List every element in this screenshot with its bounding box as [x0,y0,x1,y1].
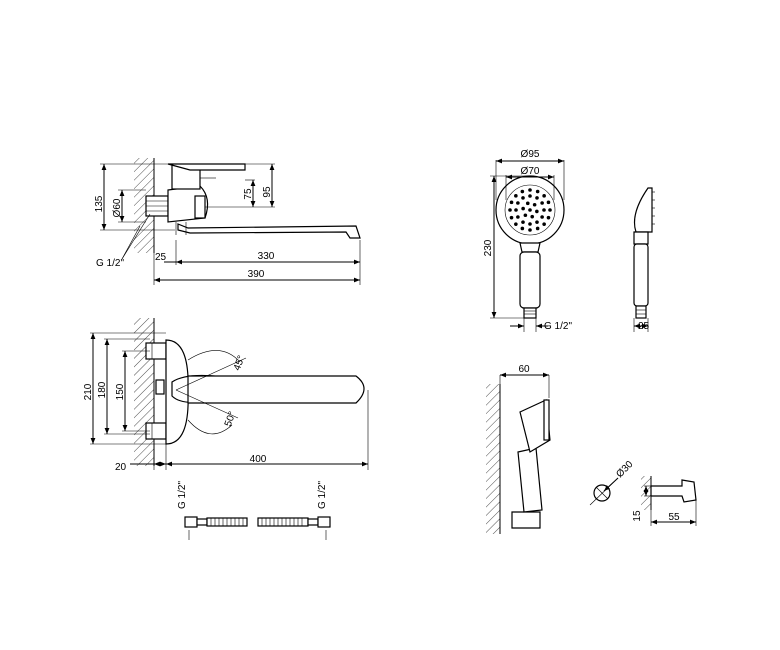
dim-135: 135 [94,195,105,212]
nozzle-dot [540,215,544,219]
dim-wall-60: 60 [518,364,530,375]
dim-d60: Ø60 [112,198,123,217]
dimension-labels: 95 75 135 Ø60 G 1/2" 25 330 390 210 180 … [83,149,680,523]
nozzle-dot [540,201,544,205]
angle-50: 50° [223,410,239,428]
nozzle-dot [535,196,539,200]
nozzle-dot [528,188,532,192]
wall-hatch [134,158,154,253]
dim-330: 330 [258,251,275,262]
nozzle-dot [521,196,525,200]
nozzle-dot [542,208,546,212]
dim-25: 25 [155,252,167,263]
nozzle-dot [514,208,518,212]
nozzle-dot [548,208,552,212]
shower-hose [184,516,331,540]
dim-75: 75 [243,188,254,200]
nozzle-dot [542,222,546,226]
nozzle-dot [546,215,551,220]
nozzle-dot [528,228,532,232]
angle-45: 45° [232,354,248,372]
dim-20: 20 [115,462,127,473]
dim-holder-d30: Ø30 [614,459,635,480]
dim-holder-55: 55 [668,512,680,523]
dim-180: 180 [97,381,108,398]
nozzle-dot [521,220,525,224]
dim-400: 400 [250,454,267,465]
nozzle-dot [514,222,518,226]
nozzle-dot [535,189,540,194]
nozzle-dot [514,194,518,198]
nozzle-pattern [508,188,552,232]
faucet-front-view [90,318,369,470]
holder-detail [589,476,697,526]
nozzle-dot [528,194,532,198]
nozzle-dot [528,208,532,212]
dim-holder-15: 15 [632,510,643,522]
faucet-side-view [100,158,361,285]
hand-shower-front [490,158,565,332]
dim-hs-d95: Ø95 [521,149,540,160]
nozzle-dot [523,213,528,218]
nozzle-dot [542,194,546,198]
dim-hs-230: 230 [483,239,494,256]
shower-on-wall [486,372,551,534]
nozzle-dot [535,220,539,224]
dim-hs-d70: Ø70 [521,166,540,177]
dim-150: 150 [115,383,126,400]
nozzle-dot [528,222,532,226]
dim-hs-25: 25 [638,321,650,332]
nozzle-dot [525,201,530,206]
nozzle-dot [535,209,539,214]
hose-left-thread: G 1/2" [177,481,188,509]
nozzle-dot [521,206,525,211]
nozzle-dot [516,201,520,205]
dim-g12-top: G 1/2" [96,258,124,269]
nozzle-dot [509,200,514,205]
nozzle-dot [535,226,540,231]
nozzle-dot [530,214,535,219]
nozzle-dot [546,200,551,205]
nozzle-dot [520,189,525,194]
hand-shower-side [633,187,655,332]
wall-hatch [486,384,500,534]
nozzle-dot [509,215,514,220]
nozzle-dot [508,208,512,212]
dim-hs-g12: G 1/2" [544,321,572,332]
dim-95: 95 [262,186,273,198]
dim-210: 210 [83,383,94,400]
dim-390: 390 [248,269,265,280]
nozzle-dot [532,202,537,207]
nozzle-dot [516,215,520,219]
hose-right-thread: G 1/2" [317,481,328,509]
nozzle-dot [520,226,525,231]
